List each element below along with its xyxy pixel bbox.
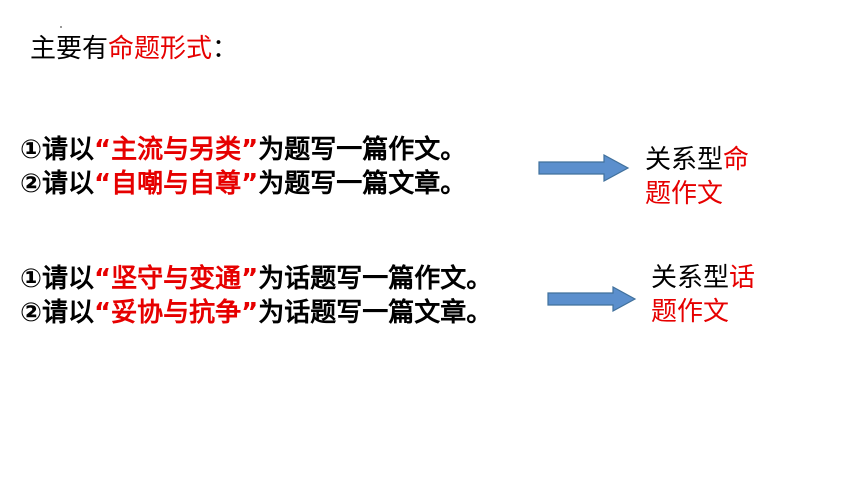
page-title: 主要有命题形式：	[30, 30, 238, 68]
example-prefix: ①请以	[20, 264, 95, 294]
example-quote: “妥协与抗争”	[94, 298, 259, 328]
example-suffix: 为题写一篇作文。	[258, 135, 467, 165]
page-title-highlight: 命题形式	[108, 34, 213, 64]
example-suffix: 为话题写一篇作文。	[258, 264, 493, 294]
example-suffix: 为题写一篇文章。	[258, 169, 467, 199]
page-title-prefix: 主要有	[30, 34, 109, 64]
page-title-suffix: ：	[212, 34, 239, 64]
right-arrow-icon	[547, 286, 637, 312]
example-quote: “自嘲与自尊”	[94, 169, 259, 199]
category-black: 关系型	[645, 145, 724, 175]
example-prefix: ①请以	[20, 135, 95, 165]
category-red-1: 命	[723, 145, 750, 175]
example-line-2-1: ①请以“坚守与变通”为话题写一篇作文。	[20, 261, 492, 297]
example-quote: “坚守与变通”	[94, 264, 259, 294]
category-black: 关系型	[651, 263, 730, 293]
right-arrow-icon	[538, 154, 630, 182]
example-line-2-2: ②请以“妥协与抗争”为话题写一篇文章。	[20, 295, 492, 331]
arrow-shape	[547, 286, 637, 312]
category-label-1: 关系型命	[645, 142, 749, 178]
decorative-dot	[60, 26, 62, 28]
category-label-2-line2: 题作文	[651, 297, 730, 327]
example-prefix: ②请以	[20, 169, 95, 199]
example-prefix: ②请以	[20, 298, 95, 328]
category-label-2: 关系型话	[651, 260, 755, 296]
example-suffix: 为话题写一篇文章。	[258, 298, 493, 328]
example-line-1-1: ①请以“主流与另类”为题写一篇作文。	[20, 132, 466, 168]
example-quote: “主流与另类”	[94, 135, 259, 165]
arrow-shape	[538, 154, 630, 182]
category-red-1: 话	[729, 263, 756, 293]
example-line-1-2: ②请以“自嘲与自尊”为题写一篇文章。	[20, 166, 466, 202]
category-label-1-line2: 题作文	[645, 179, 724, 209]
